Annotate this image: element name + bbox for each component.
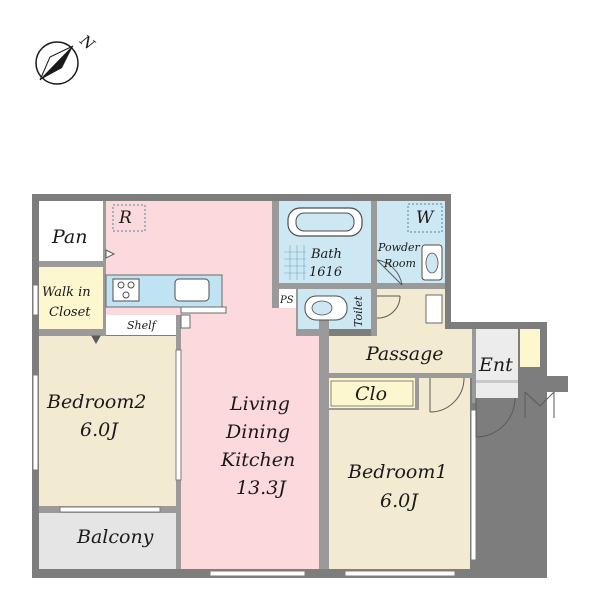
bathtub-inner (295, 212, 355, 232)
window-ldk-bottom (209, 570, 306, 577)
wall-pantry-bottom (39, 261, 106, 267)
entrance-floor (476, 329, 518, 398)
doors (91, 249, 555, 438)
powder-room-label-2: Room (383, 257, 416, 270)
door-bedroom1 (429, 377, 465, 413)
window-bedroom1-right (470, 409, 477, 561)
walk-in-closet-label-1: Walk in (42, 285, 91, 300)
shelf-floor (106, 315, 176, 335)
burner-icon-3 (122, 291, 130, 299)
wall-closet-bottom (329, 408, 419, 410)
burner-icon-1 (117, 281, 125, 289)
bedroom1-label: Bedroom1 (347, 461, 447, 483)
powder-room-label-1: Powder (377, 241, 421, 254)
pantry-label: Pan (51, 226, 88, 248)
bedroom1-size: 6.0J (380, 490, 419, 512)
passage-label: Passage (365, 343, 444, 365)
wall-entrance-left (472, 329, 476, 403)
ldk-floor (106, 201, 272, 275)
entrance-label: Ent (478, 354, 513, 376)
wall-ldk-right (319, 308, 329, 569)
toilet-label: Toilet (352, 295, 365, 327)
ldk-label-2: Dining (225, 421, 290, 443)
pipe-space-label: PS (279, 295, 294, 306)
bedroom2-label: Bedroom2 (46, 391, 146, 413)
bath-fixtures (284, 203, 443, 321)
toilet-bowl (311, 300, 333, 316)
balcony-label: Balcony (76, 526, 154, 548)
door-toilet (376, 295, 401, 319)
wall-wic-bottom (39, 329, 106, 336)
wall-toilet-left (296, 289, 298, 329)
ldk-label-3: Kitchen (220, 449, 295, 471)
wall-passage-bottom (329, 373, 476, 378)
pipe-space-floor (279, 289, 296, 308)
hall-pillar (425, 294, 443, 324)
counter-extension (180, 306, 227, 314)
compass-north-label: N (76, 31, 99, 54)
ldk-label-1: Living (229, 393, 290, 415)
compass-needle-tail (39, 45, 74, 81)
pantry-floor (39, 201, 103, 261)
shelf-label: Shelf (127, 319, 158, 332)
walk-in-closet-label-2: Closet (49, 305, 91, 320)
stove-icon (112, 278, 140, 302)
sink-icon (174, 278, 210, 302)
door-storage (524, 391, 555, 418)
washbasin-bowl (425, 252, 439, 274)
kitchen-counter (105, 274, 227, 329)
door-entrance (475, 397, 516, 438)
walk-in-closet-floor (39, 267, 103, 329)
bath-tile-grid (284, 245, 306, 280)
shoe-cabinet (520, 329, 540, 367)
burner-icon-2 (127, 281, 135, 289)
pillar (180, 314, 191, 329)
refrigerator-space (112, 204, 146, 232)
wall-bath-bottom (279, 283, 445, 289)
closet-label: Clo (355, 383, 387, 405)
door-powder-room (376, 259, 403, 286)
wall-wic-right (103, 267, 106, 336)
bedroom1-floor (329, 410, 470, 569)
wall-toilet-bottom (296, 329, 329, 336)
bath-label: Bath (310, 247, 342, 262)
window-bedroom2 (32, 374, 39, 471)
wall-bath-left (272, 201, 279, 308)
compass: N (35, 31, 99, 85)
window-bedroom2-balcony (59, 506, 161, 513)
balcony-floor (39, 513, 176, 569)
door-pantry (105, 249, 116, 259)
bedroom2-floor (39, 336, 176, 506)
closet-shelf (330, 380, 414, 407)
bedroom2-size: 6.0J (80, 419, 119, 441)
bedroom1-floor-upper (415, 378, 470, 410)
wall-pantry-right (103, 201, 106, 261)
refrigerator-label: R (118, 208, 132, 228)
wall-closet-right (415, 378, 419, 410)
washer-space (407, 203, 443, 233)
door-wic (91, 335, 101, 345)
window-walkin (32, 284, 39, 316)
washer-label: W (416, 208, 435, 228)
bath-size: 1616 (309, 265, 342, 280)
window-bedroom1-bottom (344, 570, 456, 577)
closet-floor (329, 378, 415, 408)
ldk-size: 13.3J (236, 477, 287, 499)
windows (32, 284, 477, 577)
entrance-step (476, 380, 518, 383)
wall-bath-right (371, 201, 377, 336)
window-ldk-balcony (175, 349, 182, 481)
